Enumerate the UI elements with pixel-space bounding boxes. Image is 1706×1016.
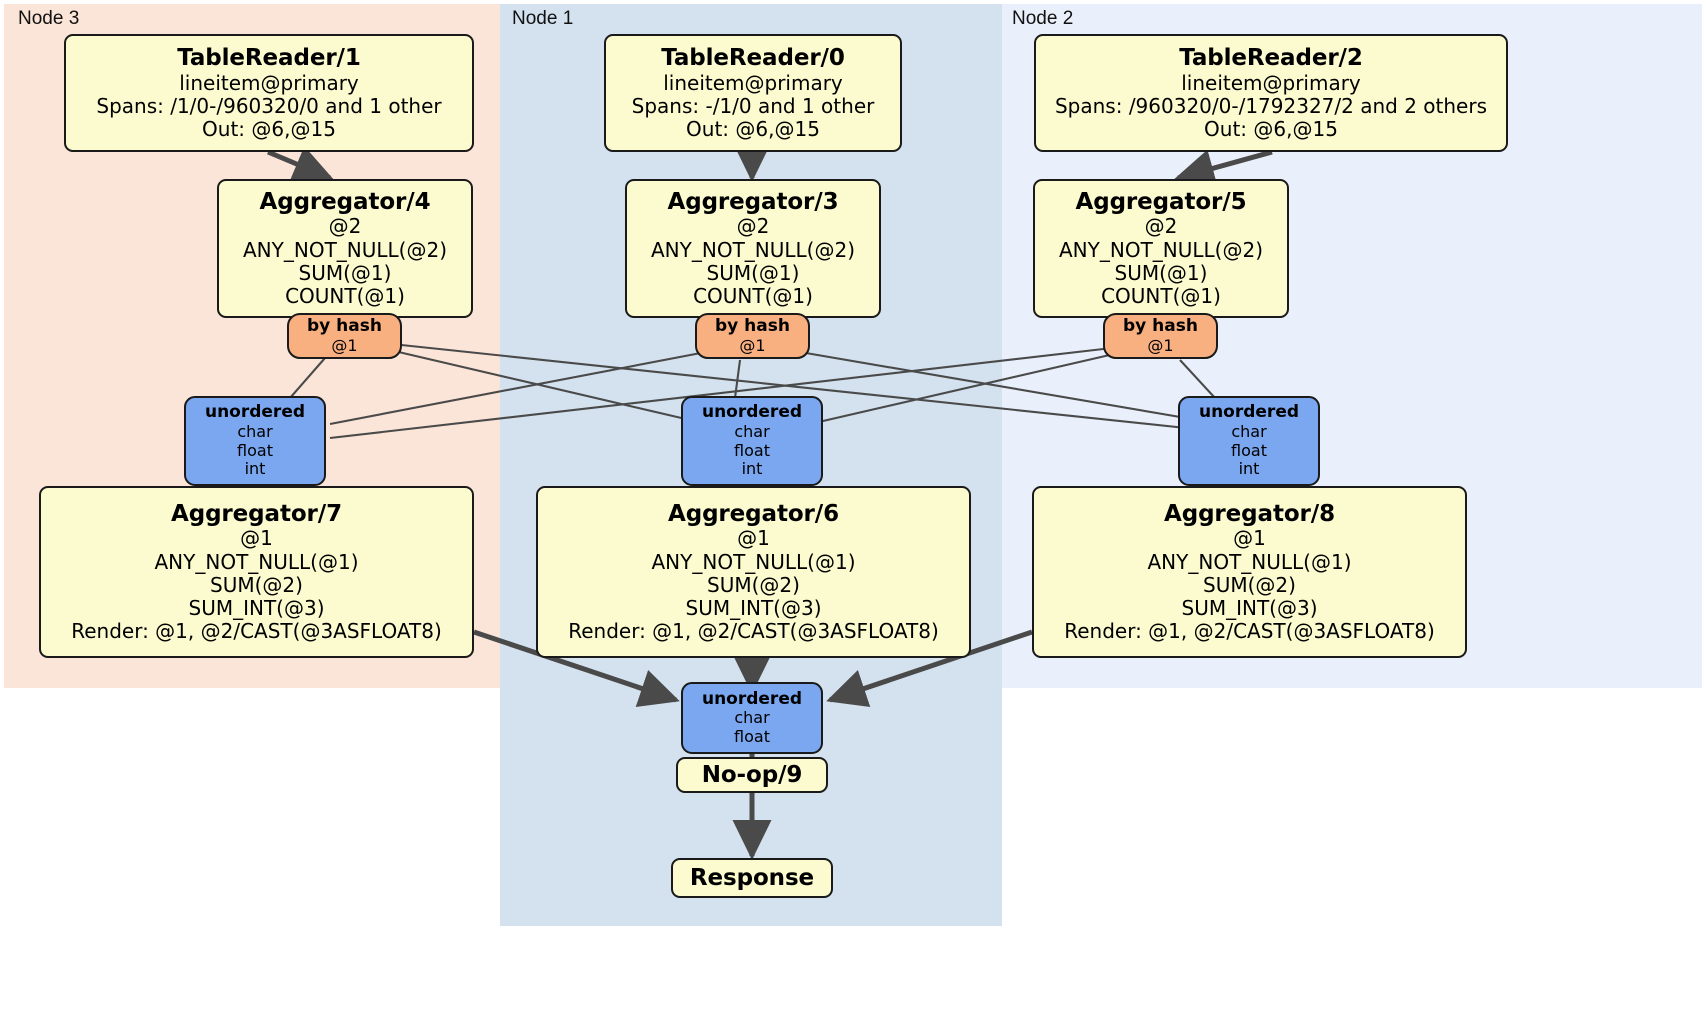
router-title: by hash (1123, 315, 1198, 336)
receiver-type: int (1238, 459, 1260, 479)
lane-label-node2: Node 2 (1012, 8, 1074, 29)
node-title: TableReader/2 (1179, 44, 1363, 71)
receiver-unordered-node2[interactable]: unordered char float int (1178, 396, 1320, 486)
processor-aggregator-4[interactable]: Aggregator/4 @2 ANY_NOT_NULL(@2) SUM(@1)… (217, 179, 473, 318)
node-title: Aggregator/3 (667, 188, 839, 215)
node-detail-line: ANY_NOT_NULL(@2) (651, 237, 855, 262)
receiver-type: float (237, 440, 273, 460)
receiver-type: int (741, 459, 763, 479)
router-detail: @1 (739, 335, 766, 355)
node-detail-line: Spans: /960320/0-/1792327/2 and 2 others (1054, 93, 1487, 118)
node-title: No-op/9 (701, 761, 803, 788)
node-detail-line: @2 (1144, 214, 1178, 239)
receiver-title: unordered (1198, 402, 1300, 423)
processor-aggregator-5[interactable]: Aggregator/5 @2 ANY_NOT_NULL(@2) SUM(@1)… (1033, 179, 1289, 318)
router-detail: @1 (1147, 335, 1174, 355)
node-detail-line: SUM(@1) (706, 260, 800, 285)
node-render-line: Render: @1, @2/CAST(@3ASFLOAT8) (71, 619, 442, 644)
receiver-type: char (734, 422, 770, 442)
node-title: Aggregator/5 (1075, 188, 1247, 215)
receiver-title: unordered (701, 402, 803, 423)
receiver-unordered-node3[interactable]: unordered char float int (184, 396, 326, 486)
lane-label-node3: Node 3 (18, 8, 80, 29)
node-detail-line: Out: @6,@15 (1204, 116, 1338, 141)
processor-tablereader-2[interactable]: TableReader/2 lineitem@primary Spans: /9… (1034, 34, 1508, 152)
node-title: Response (689, 864, 815, 891)
node-detail-line: lineitem@primary (663, 70, 843, 95)
processor-noop-9[interactable]: No-op/9 (676, 757, 828, 793)
node-detail-line: Spans: -/1/0 and 1 other (631, 93, 875, 118)
node-title: Aggregator/6 (668, 500, 839, 527)
router-title: by hash (307, 315, 382, 336)
node-title: TableReader/0 (661, 44, 845, 71)
node-detail-line: COUNT(@1) (1101, 284, 1221, 309)
node-detail-line: SUM_INT(@3) (1181, 595, 1318, 620)
receiver-type: char (237, 422, 273, 442)
node-detail-line: lineitem@primary (179, 70, 359, 95)
node-title: Aggregator/8 (1164, 500, 1335, 527)
router-by-hash-node1[interactable]: by hash @1 (695, 313, 810, 359)
node-detail-line: @1 (737, 526, 770, 551)
node-detail-line: @1 (240, 526, 273, 551)
processor-aggregator-6[interactable]: Aggregator/6 @1 ANY_NOT_NULL(@1) SUM(@2)… (536, 486, 971, 658)
node-detail-line: Out: @6,@15 (686, 116, 820, 141)
receiver-type: char (734, 708, 770, 728)
node-title: Aggregator/4 (259, 188, 431, 215)
router-title: by hash (715, 315, 790, 336)
receiver-unordered-final[interactable]: unordered char float (681, 682, 823, 754)
router-detail: @1 (331, 335, 358, 355)
node-detail-line: SUM(@2) (210, 572, 303, 597)
node-detail-line: COUNT(@1) (285, 284, 405, 309)
node-detail-line: ANY_NOT_NULL(@1) (154, 549, 359, 574)
node-detail-line: COUNT(@1) (693, 284, 813, 309)
node-detail-line: SUM(@1) (298, 260, 392, 285)
lane-label-node1: Node 1 (512, 8, 574, 29)
node-render-line: Render: @1, @2/CAST(@3ASFLOAT8) (568, 619, 939, 644)
processor-aggregator-8[interactable]: Aggregator/8 @1 ANY_NOT_NULL(@1) SUM(@2)… (1032, 486, 1467, 658)
router-by-hash-node3[interactable]: by hash @1 (287, 313, 402, 359)
receiver-type: float (1231, 440, 1267, 460)
node-detail-line: SUM(@1) (1114, 260, 1208, 285)
node-render-line: Render: @1, @2/CAST(@3ASFLOAT8) (1064, 619, 1435, 644)
receiver-type: float (734, 726, 770, 746)
processor-tablereader-0[interactable]: TableReader/0 lineitem@primary Spans: -/… (604, 34, 902, 152)
node-detail-line: SUM_INT(@3) (188, 595, 325, 620)
node-detail-line: SUM(@2) (707, 572, 800, 597)
receiver-unordered-node1[interactable]: unordered char float int (681, 396, 823, 486)
node-detail-line: Out: @6,@15 (202, 116, 336, 141)
receiver-type: int (244, 459, 266, 479)
node-title: Aggregator/7 (171, 500, 342, 527)
node-detail-line: SUM_INT(@3) (685, 595, 822, 620)
node-title: TableReader/1 (177, 44, 361, 71)
router-by-hash-node2[interactable]: by hash @1 (1103, 313, 1218, 359)
processor-aggregator-3[interactable]: Aggregator/3 @2 ANY_NOT_NULL(@2) SUM(@1)… (625, 179, 881, 318)
node-detail-line: ANY_NOT_NULL(@2) (1059, 237, 1263, 262)
node-detail-line: Spans: /1/0-/960320/0 and 1 other (96, 93, 442, 118)
node-detail-line: @2 (328, 214, 362, 239)
node-detail-line: ANY_NOT_NULL(@2) (243, 237, 447, 262)
processor-response[interactable]: Response (671, 858, 833, 898)
node-detail-line: @1 (1233, 526, 1266, 551)
processor-tablereader-1[interactable]: TableReader/1 lineitem@primary Spans: /1… (64, 34, 474, 152)
receiver-type: float (734, 440, 770, 460)
node-detail-line: ANY_NOT_NULL(@1) (651, 549, 856, 574)
receiver-type: char (1231, 422, 1267, 442)
node-detail-line: @2 (736, 214, 770, 239)
processor-aggregator-7[interactable]: Aggregator/7 @1 ANY_NOT_NULL(@1) SUM(@2)… (39, 486, 474, 658)
node-detail-line: lineitem@primary (1181, 70, 1361, 95)
receiver-title: unordered (204, 402, 306, 423)
node-detail-line: SUM(@2) (1203, 572, 1296, 597)
node-detail-line: ANY_NOT_NULL(@1) (1147, 549, 1352, 574)
receiver-title: unordered (701, 688, 803, 709)
